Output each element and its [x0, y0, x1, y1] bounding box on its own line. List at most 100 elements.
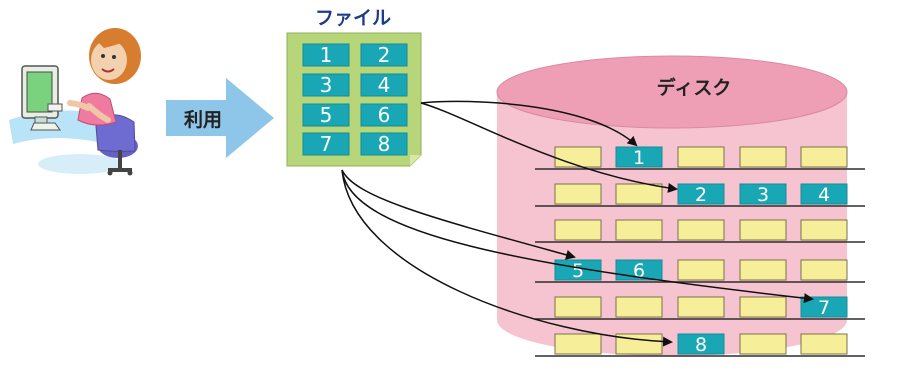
file-block-label: 8	[378, 132, 391, 156]
file-panel: ファイル 1 2 3 4 5 6 7 8	[286, 7, 422, 167]
disk-empty-rect	[554, 296, 602, 318]
file-block-rect	[302, 103, 350, 127]
disk-empty-slot	[800, 259, 848, 281]
file-block-rect	[302, 132, 350, 156]
disk-empty-slot	[739, 333, 787, 355]
file-title: ファイル	[315, 7, 391, 29]
file-block-rect	[360, 132, 408, 156]
file-block: 5	[302, 103, 350, 127]
user-icon	[9, 28, 141, 176]
disk-empty-slot	[677, 296, 725, 318]
file-block-rect	[360, 43, 408, 67]
disk-empty-rect	[554, 183, 602, 205]
file-block-rect	[360, 73, 408, 97]
file-block: 8	[360, 132, 408, 156]
disk-empty-slot	[739, 296, 787, 318]
use-label: 利用	[184, 109, 222, 131]
disk-block-label: 7	[818, 297, 830, 319]
disk-empty-rect	[615, 183, 663, 205]
file-block: 4	[360, 73, 408, 97]
disk-empty-rect	[677, 146, 725, 168]
disk-empty-rect	[615, 219, 663, 241]
disk-empty-rect	[800, 333, 848, 355]
disk-empty-rect	[677, 296, 725, 318]
disk-row: 8	[535, 333, 865, 357]
disk-empty-rect	[554, 146, 602, 168]
disk-empty-slot	[800, 333, 848, 355]
mapping-arrow-8	[341, 169, 673, 347]
file-block: 2	[360, 43, 408, 67]
disk-empty-rect	[554, 333, 602, 355]
file-block-rect	[302, 73, 350, 97]
file-block-label: 2	[378, 43, 391, 67]
disk-block-label: 4	[818, 184, 830, 206]
file-block: 6	[360, 103, 408, 127]
disk-empty-slot	[800, 219, 848, 241]
disk-row: 2 3 4	[535, 183, 865, 207]
disk-empty-rect	[739, 219, 787, 241]
disk-block-label: 5	[572, 260, 584, 282]
file-block-label: 4	[378, 73, 391, 97]
disk-data-block: 5	[554, 259, 602, 282]
disk-data-rect	[677, 333, 725, 355]
disk-empty-slot	[615, 296, 663, 318]
disk-row: 7	[535, 296, 865, 320]
disk-empty-slot	[554, 219, 602, 241]
file-block-label: 5	[320, 103, 333, 127]
disk-empty-rect	[677, 219, 725, 241]
disk-empty-slot	[554, 296, 602, 318]
disk-empty-slot	[615, 219, 663, 241]
file-block: 1	[302, 43, 350, 67]
mapping-arrow-7	[341, 169, 814, 304]
disk-data-rect	[800, 183, 848, 205]
disk-empty-rect	[800, 219, 848, 241]
disk-empty-rect	[615, 296, 663, 318]
disk-empty-rect	[739, 333, 787, 355]
file-block-label: 1	[320, 43, 333, 67]
file-block: 3	[302, 73, 350, 97]
disk-data-block: 7	[800, 296, 848, 319]
disk-block-label: 8	[695, 334, 707, 356]
file-block: 7	[302, 132, 350, 156]
disk-empty-slot	[677, 259, 725, 281]
disk-title: ディスク	[657, 76, 732, 99]
disk-empty-slot	[677, 219, 725, 241]
file-block-label: 7	[320, 132, 333, 156]
mapping-arrow-5	[341, 169, 576, 260]
disk-empty-rect	[739, 296, 787, 318]
disk-empty-slot	[677, 146, 725, 168]
right-arrow-icon: 利用	[166, 78, 274, 158]
disk-empty-slot	[739, 259, 787, 281]
mapping-arrow-1	[420, 100, 638, 147]
disk-empty-slot	[739, 219, 787, 241]
file-block-rect	[360, 103, 408, 127]
disk-empty-slot	[554, 183, 602, 205]
disk-data-block: 2	[677, 183, 725, 206]
disk-empty-slot	[554, 146, 602, 168]
disk-empty-slot	[800, 146, 848, 168]
disk-data-block: 8	[677, 333, 725, 356]
disk-block-label: 1	[633, 147, 645, 169]
disk-empty-rect	[554, 219, 602, 241]
disk-data-block: 3	[739, 183, 787, 206]
file-block-label: 3	[320, 73, 333, 97]
file-block-label: 6	[378, 103, 391, 127]
disk-data-block: 1	[615, 146, 663, 169]
disk-empty-rect	[739, 146, 787, 168]
disk-empty-slot	[739, 146, 787, 168]
disk-data-block: 4	[800, 183, 848, 206]
disk-empty-slot	[615, 183, 663, 205]
disk-empty-slot	[554, 333, 602, 355]
file-block-rect	[302, 43, 350, 67]
disk-data-rect	[677, 183, 725, 205]
disk-data-rect	[739, 183, 787, 205]
disk-empty-rect	[800, 146, 848, 168]
disk-block-label: 2	[695, 184, 707, 206]
disk-empty-rect	[739, 259, 787, 281]
file-block-grid: 1 2 3 4 5 6 7 8	[302, 43, 408, 156]
mapping-arrow-2	[420, 102, 678, 193]
disk-row: 1	[535, 146, 865, 170]
